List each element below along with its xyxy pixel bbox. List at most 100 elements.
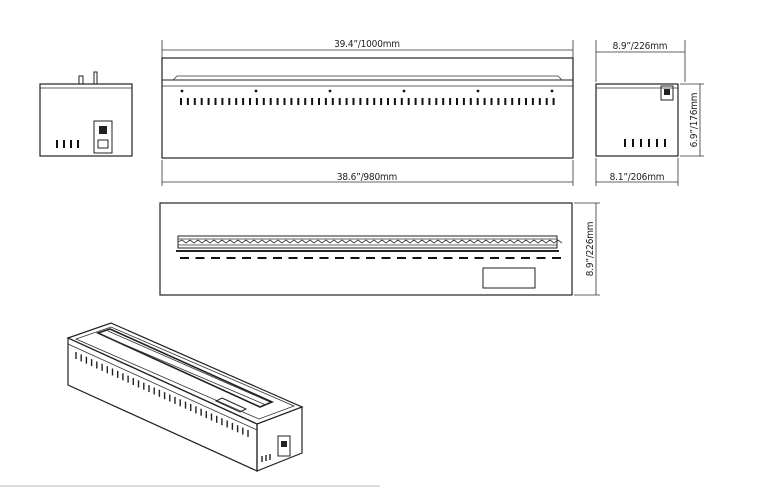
vent-slot — [538, 98, 541, 105]
dash-mark — [459, 257, 468, 259]
vent-slot — [193, 98, 196, 105]
vent-slot — [311, 98, 314, 105]
vent-slot — [228, 98, 231, 105]
vent-slot — [338, 98, 341, 105]
vent-slot — [552, 98, 555, 105]
plan-depth-label: 8.9”/226mm — [585, 222, 596, 277]
vent-slot — [400, 98, 403, 105]
vent-slot — [421, 98, 424, 105]
inner-width-label: 38.6”/980mm — [337, 172, 397, 183]
vent-slot — [531, 98, 534, 105]
vent-slot — [442, 98, 445, 105]
overall-width-label: 39.4”/1000mm — [334, 39, 400, 50]
side-height-label: 6.9”/176mm — [689, 93, 700, 148]
vent-slot — [373, 98, 376, 105]
vent-slot — [504, 98, 507, 105]
vent-slot — [276, 98, 279, 105]
isometric-view — [66, 322, 304, 472]
vent-slot — [387, 98, 389, 105]
dash-mark — [536, 257, 546, 259]
vent-slot — [63, 140, 65, 148]
screw-dot — [328, 89, 332, 93]
dash-mark — [490, 257, 499, 259]
vent-slot — [180, 98, 182, 105]
screw-dot — [476, 89, 480, 93]
vent-slot — [200, 98, 203, 105]
front-view: 39.4”/1000mm 38.6”/980mm — [161, 39, 574, 186]
vent-slot — [648, 139, 650, 147]
vent-slot — [483, 98, 486, 105]
dash-mark — [257, 257, 267, 259]
dash-mark — [381, 257, 391, 259]
vent-slot — [632, 139, 634, 147]
vent-slot — [77, 140, 79, 148]
vent-slot — [449, 98, 452, 105]
dash-mark — [226, 257, 236, 259]
vent-slot — [476, 98, 479, 105]
dash-mark — [350, 257, 360, 259]
fuel-bed-texture — [177, 239, 563, 244]
vent-slot — [207, 98, 210, 105]
dash-mark — [242, 257, 251, 259]
screw-dot — [550, 89, 554, 93]
vent-slot — [297, 98, 300, 105]
dash-mark — [505, 257, 515, 259]
screw-dot — [402, 89, 406, 93]
vent-slot — [235, 98, 238, 105]
screw-dot — [254, 89, 258, 93]
dash-mark — [366, 257, 375, 259]
vent-slot — [249, 98, 251, 105]
dash-mark — [288, 257, 298, 259]
vent-slot — [407, 98, 410, 105]
vent-slot — [497, 98, 500, 105]
dash-mark — [521, 257, 530, 259]
vent-slot — [393, 98, 396, 105]
plan-view: 8.9”/226mm — [159, 202, 600, 296]
vent-slot — [359, 98, 362, 105]
vent-slot — [283, 98, 286, 105]
dash-mark — [319, 257, 329, 259]
dash-mark — [335, 257, 344, 259]
vent-slot — [186, 98, 189, 105]
vent-slot — [462, 98, 465, 105]
vent-slot — [352, 98, 355, 105]
vent-slot — [70, 140, 72, 148]
vent-slot — [318, 98, 320, 105]
screw-dot — [180, 89, 184, 93]
dash-mark — [428, 257, 437, 259]
vent-slot — [221, 98, 224, 105]
vent-slot — [262, 98, 265, 105]
vent-slot — [435, 98, 438, 105]
vent-slot — [525, 98, 527, 105]
vent-slot — [456, 98, 458, 105]
dash-mark — [195, 257, 205, 259]
side-inner-depth-label: 8.1”/206mm — [610, 172, 665, 183]
vent-slot — [366, 98, 369, 105]
vent-slot — [490, 98, 493, 105]
vent-slot — [214, 98, 217, 105]
dash-mark — [412, 257, 422, 259]
side-depth-label: 8.9”/226mm — [613, 41, 668, 52]
vent-slot — [345, 98, 348, 105]
dash-mark — [180, 257, 189, 259]
vent-slot — [255, 98, 258, 105]
vent-slot — [304, 98, 307, 105]
dash-mark — [273, 257, 282, 259]
vent-slot — [331, 98, 334, 105]
vent-slot — [428, 98, 431, 105]
vent-slot — [469, 98, 472, 105]
vent-slot — [269, 98, 272, 105]
dash-mark — [304, 257, 313, 259]
vent-slot — [518, 98, 521, 105]
vent-slot — [664, 139, 666, 147]
vent-slot — [414, 98, 417, 105]
vent-slot — [545, 98, 548, 105]
left-end-view — [39, 71, 133, 157]
vent-slot — [242, 98, 245, 105]
dash-mark — [552, 257, 561, 259]
vent-slot — [380, 98, 383, 105]
vent-slot — [290, 98, 293, 105]
vent-slot — [324, 98, 327, 105]
vent-slot — [511, 98, 514, 105]
